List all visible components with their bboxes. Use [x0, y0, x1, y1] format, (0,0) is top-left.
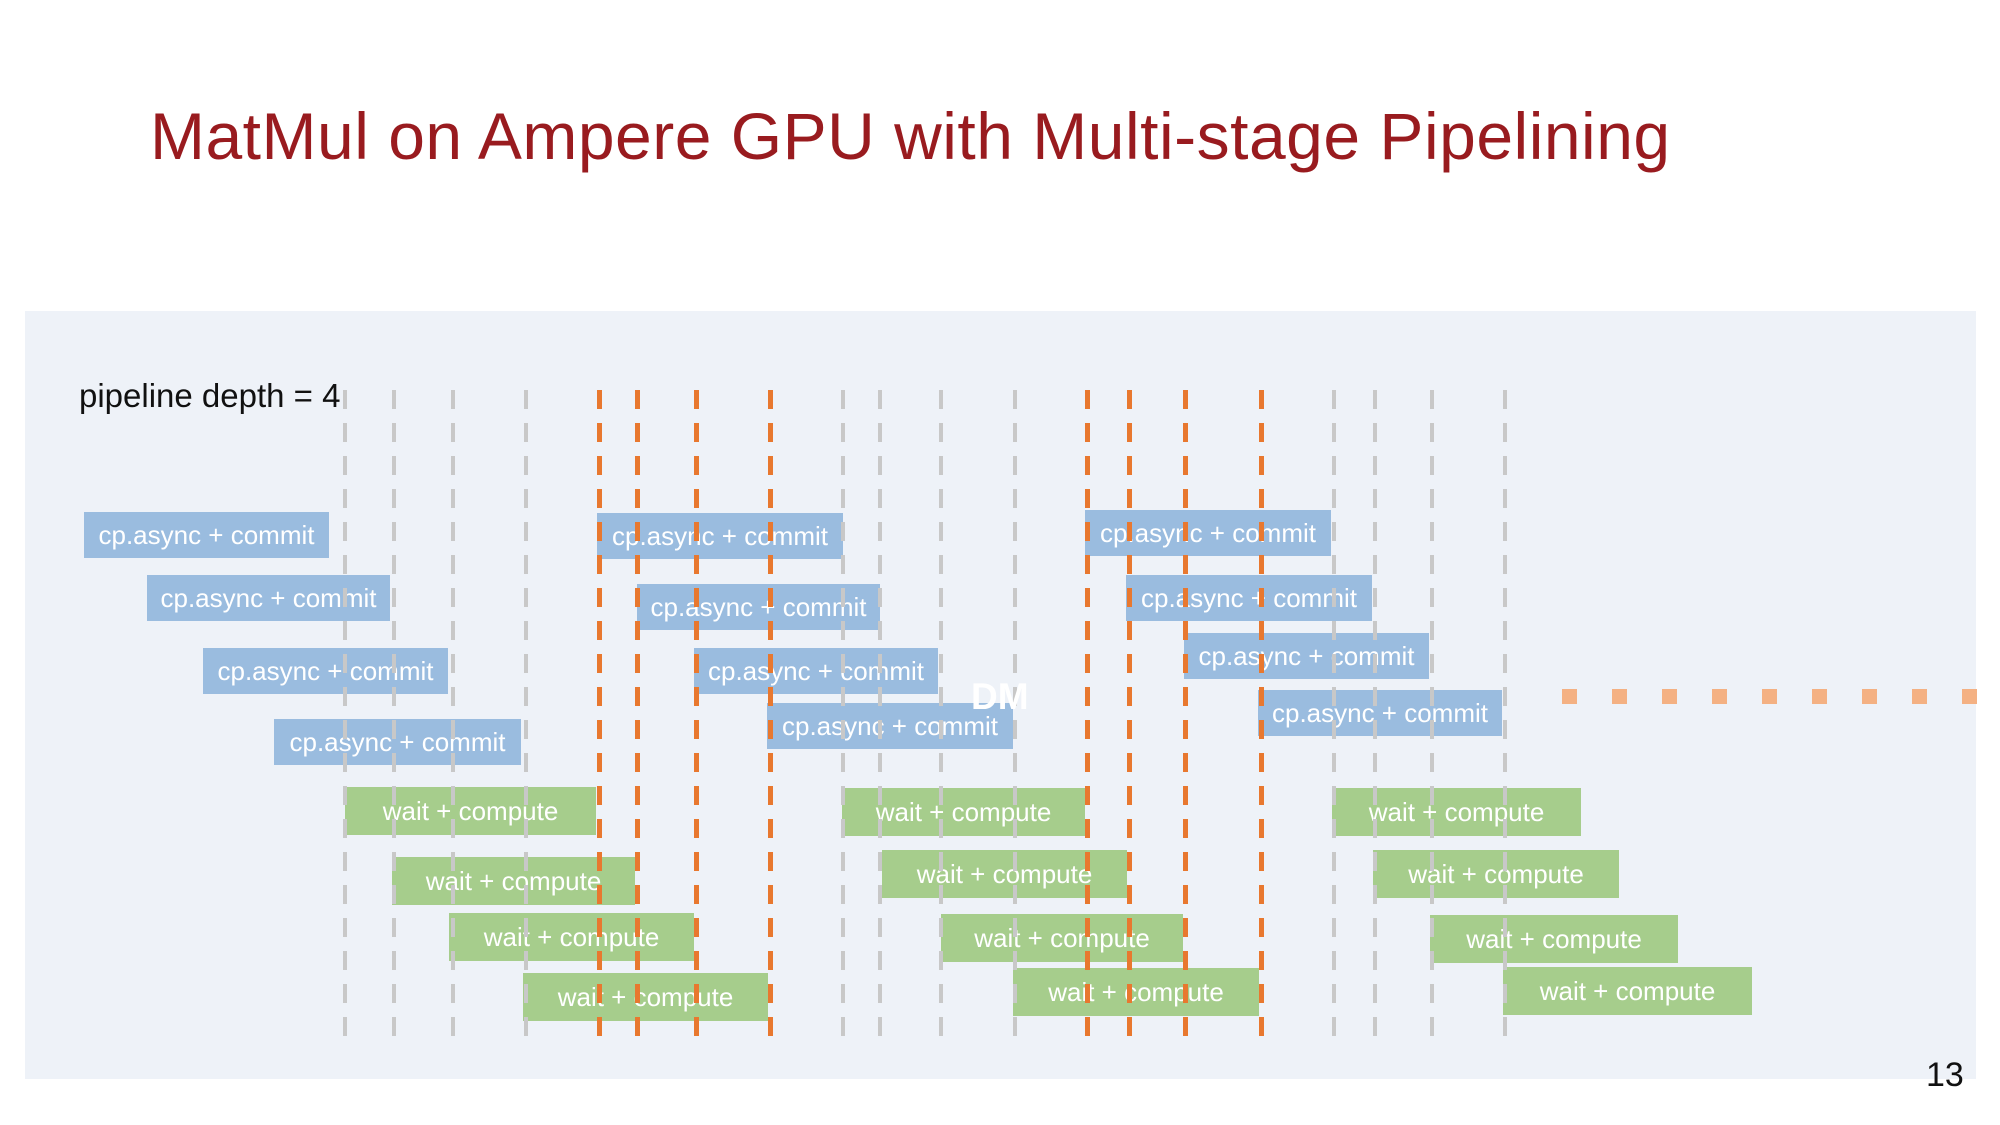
task-bar-cp-async: cp.async + commit	[1258, 690, 1502, 736]
dashed-line-gray	[451, 390, 455, 1036]
task-bar-wait-compute: wait + compute	[345, 787, 596, 835]
task-bar-cp-async: cp.async + commit	[1184, 633, 1429, 679]
task-bar-cp-async: cp.async + commit	[767, 703, 1013, 749]
task-bar-wait-compute: wait + compute	[882, 850, 1127, 898]
task-bar-cp-async: cp.async + commit	[274, 719, 521, 765]
page-number: 13	[1926, 1056, 1964, 1094]
continuation-dot	[1612, 689, 1627, 704]
dashed-line-orange	[1183, 390, 1188, 1036]
continuation-dot	[1762, 689, 1777, 704]
task-bar-wait-compute: wait + compute	[1430, 915, 1678, 963]
continuation-dot	[1862, 689, 1877, 704]
continuation-dot	[1962, 689, 1977, 704]
task-bar-wait-compute: wait + compute	[941, 914, 1183, 962]
dashed-line-orange	[635, 390, 640, 1036]
task-bar-wait-compute: wait + compute	[1373, 850, 1619, 898]
dashed-line-orange	[597, 390, 602, 1036]
task-bar-wait-compute: wait + compute	[449, 913, 694, 961]
dashed-line-gray	[1013, 390, 1017, 1036]
continuation-dot	[1562, 689, 1577, 704]
task-bar-cp-async: cp.async + commit	[637, 584, 880, 630]
dashed-line-gray	[1332, 390, 1336, 1036]
task-bar-wait-compute: wait + compute	[1013, 968, 1259, 1016]
task-bar-wait-compute: wait + compute	[842, 788, 1085, 836]
watermark-text: DM	[971, 676, 1029, 717]
dashed-line-orange	[768, 390, 773, 1036]
dashed-line-orange	[694, 390, 699, 1036]
task-bar-cp-async: cp.async + commit	[597, 513, 843, 559]
dashed-line-gray	[1430, 390, 1434, 1036]
task-bar-cp-async: cp.async + commit	[1085, 510, 1331, 556]
task-bar-cp-async: cp.async + commit	[147, 575, 390, 621]
dashed-line-gray	[392, 390, 396, 1036]
dashed-line-gray	[939, 390, 943, 1036]
task-bar-wait-compute: wait + compute	[523, 973, 768, 1021]
task-bar-wait-compute: wait + compute	[1503, 967, 1752, 1015]
continuation-dot	[1812, 689, 1827, 704]
pipeline-depth-label: pipeline depth = 4	[79, 377, 341, 414]
dashed-line-orange	[1259, 390, 1264, 1036]
task-bar-cp-async: cp.async + commit	[84, 512, 329, 558]
task-bar-wait-compute: wait + compute	[1332, 788, 1581, 836]
dashed-line-gray	[1503, 390, 1507, 1036]
dashed-line-gray	[1373, 390, 1377, 1036]
continuation-dot	[1712, 689, 1727, 704]
dashed-line-gray	[343, 390, 347, 1036]
task-bar-cp-async: cp.async + commit	[203, 648, 448, 694]
task-bar-cp-async: cp.async + commit	[1126, 575, 1372, 621]
continuation-dot	[1912, 689, 1927, 704]
continuation-dot	[1662, 689, 1677, 704]
dashed-line-orange	[1127, 390, 1132, 1036]
page-title: MatMul on Ampere GPU with Multi-stage Pi…	[150, 99, 1671, 173]
task-bar-cp-async: cp.async + commit	[694, 648, 938, 694]
dashed-line-gray	[524, 390, 528, 1036]
dashed-line-gray	[841, 390, 845, 1036]
dashed-line-orange	[1085, 390, 1090, 1036]
dashed-line-gray	[878, 390, 882, 1036]
